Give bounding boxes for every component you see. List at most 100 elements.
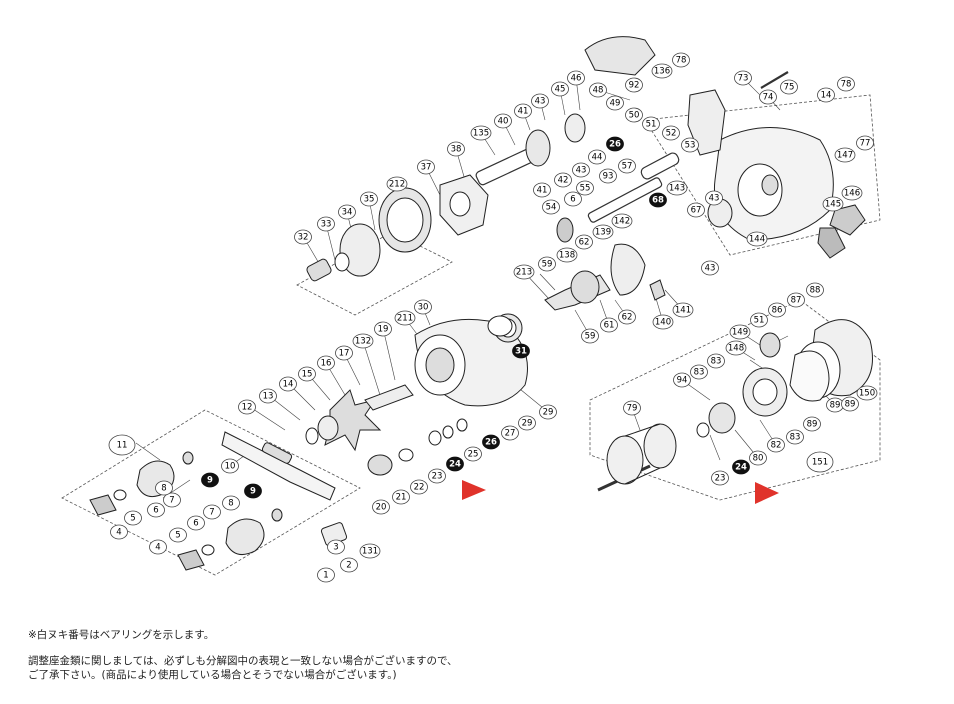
callout-oval [734,70,752,86]
callout-oval [642,116,660,132]
callout-part-132: 132 [352,333,374,349]
callout-part-24a: 24 [446,456,464,472]
callout-part-62a: 62 [575,234,593,250]
callout-number: 59 [585,332,596,342]
callout-number: 35 [364,195,375,205]
callout-number: 15 [302,370,313,380]
callout-oval [124,510,142,526]
callout-part-46: 46 [567,70,585,86]
callout-part-4a: 4 [110,524,128,540]
callout-oval [352,333,374,349]
callout-oval [147,502,165,518]
callout-part-43c: 43 [705,190,723,206]
callout-part-53: 53 [681,137,699,153]
callout-number: 7 [169,496,174,506]
callout-part-149: 149 [729,324,751,340]
callout-number: 25 [468,450,479,460]
callout-part-42: 42 [554,172,572,188]
right-cover [696,319,873,438]
callout-oval [513,264,535,280]
callout-oval [759,89,777,105]
callout-number: 2 [346,561,351,571]
callout-number: 20 [376,503,387,513]
callout-number: 45 [555,85,566,95]
callout-part-151: 151 [806,451,834,473]
callout-oval [155,480,173,496]
callout-number: 135 [473,129,489,139]
callout-part-93: 93 [599,168,617,184]
callout-number: 136 [654,67,670,77]
callout-part-87: 87 [787,292,805,308]
callout-oval [705,190,723,206]
callout-oval [575,234,593,250]
callout-part-6b: 6 [187,515,205,531]
callout-oval [841,396,859,412]
callout-number: 19 [378,325,389,335]
callout-part-50: 50 [625,107,643,123]
callout-number: 26 [485,438,497,448]
callout-oval [725,340,747,356]
callout-number: 26 [609,140,621,150]
callout-part-146: 146 [841,185,863,201]
callout-oval [690,364,708,380]
callout-number: 68 [652,196,664,206]
callout-part-75: 75 [780,79,798,95]
callout-number: 73 [738,74,749,84]
callout-part-26b: 26 [606,136,624,152]
callout-part-14b: 14 [817,87,835,103]
callout-oval [222,495,240,511]
callout-oval [394,310,416,326]
callout-number: 78 [676,56,687,66]
callout-oval [767,437,785,453]
callout-oval [618,309,636,325]
callout-part-9a: 9 [201,472,219,488]
callout-oval [551,81,569,97]
callout-oval [533,182,551,198]
callout-number: 55 [580,184,591,194]
callout-number: 46 [571,74,582,84]
callout-part-83c: 83 [786,429,804,445]
callout-oval [556,247,578,263]
callout-oval [464,446,482,462]
callout-part-51b: 51 [750,312,768,328]
callout-part-54: 54 [542,199,560,215]
callout-oval [589,82,607,98]
callout-part-32: 32 [294,229,312,245]
notes-block: ※白ヌキ番号はベアリングを示します。 調整座金類に関しましては、必ずしも分解図中… [28,628,928,682]
callout-number: 82 [771,441,782,451]
callout-part-48: 48 [589,82,607,98]
callout-number: 24 [735,463,747,473]
callout-part-35: 35 [360,191,378,207]
callout-number: 59 [542,260,553,270]
callout-number: 37 [421,163,432,173]
callout-oval [822,196,844,212]
callout-number: 41 [518,107,529,117]
callout-oval [856,385,878,401]
callout-part-68: 68 [649,192,667,208]
exploded-parts-diagram: 1234455667788991011121314151617192021222… [61,36,881,583]
callout-oval [203,504,221,520]
callout-number: 141 [675,306,691,316]
callout-oval [428,468,446,484]
callout-oval [681,137,699,153]
callout-oval [108,434,136,456]
callout-oval [447,141,465,157]
callout-part-5b: 5 [169,527,187,543]
part-number-callouts: 1234455667788991011121314151617192021222… [108,52,878,583]
callout-part-79: 79 [623,400,641,416]
callout-number: 44 [592,153,603,163]
callout-number: 94 [677,376,688,386]
callout-number: 62 [579,238,590,248]
callout-part-6a: 6 [147,502,165,518]
callout-oval [729,324,751,340]
callout-oval [340,557,358,573]
callout-number: 52 [666,129,677,139]
callout-number: 9 [250,487,256,497]
callout-part-77: 77 [856,135,874,151]
callout-number: 142 [614,217,630,227]
callout-oval [518,415,536,431]
callout-number: 24 [449,460,461,470]
callout-oval [414,299,432,315]
callout-part-142: 142 [611,213,633,229]
callout-number: 22 [414,483,425,493]
